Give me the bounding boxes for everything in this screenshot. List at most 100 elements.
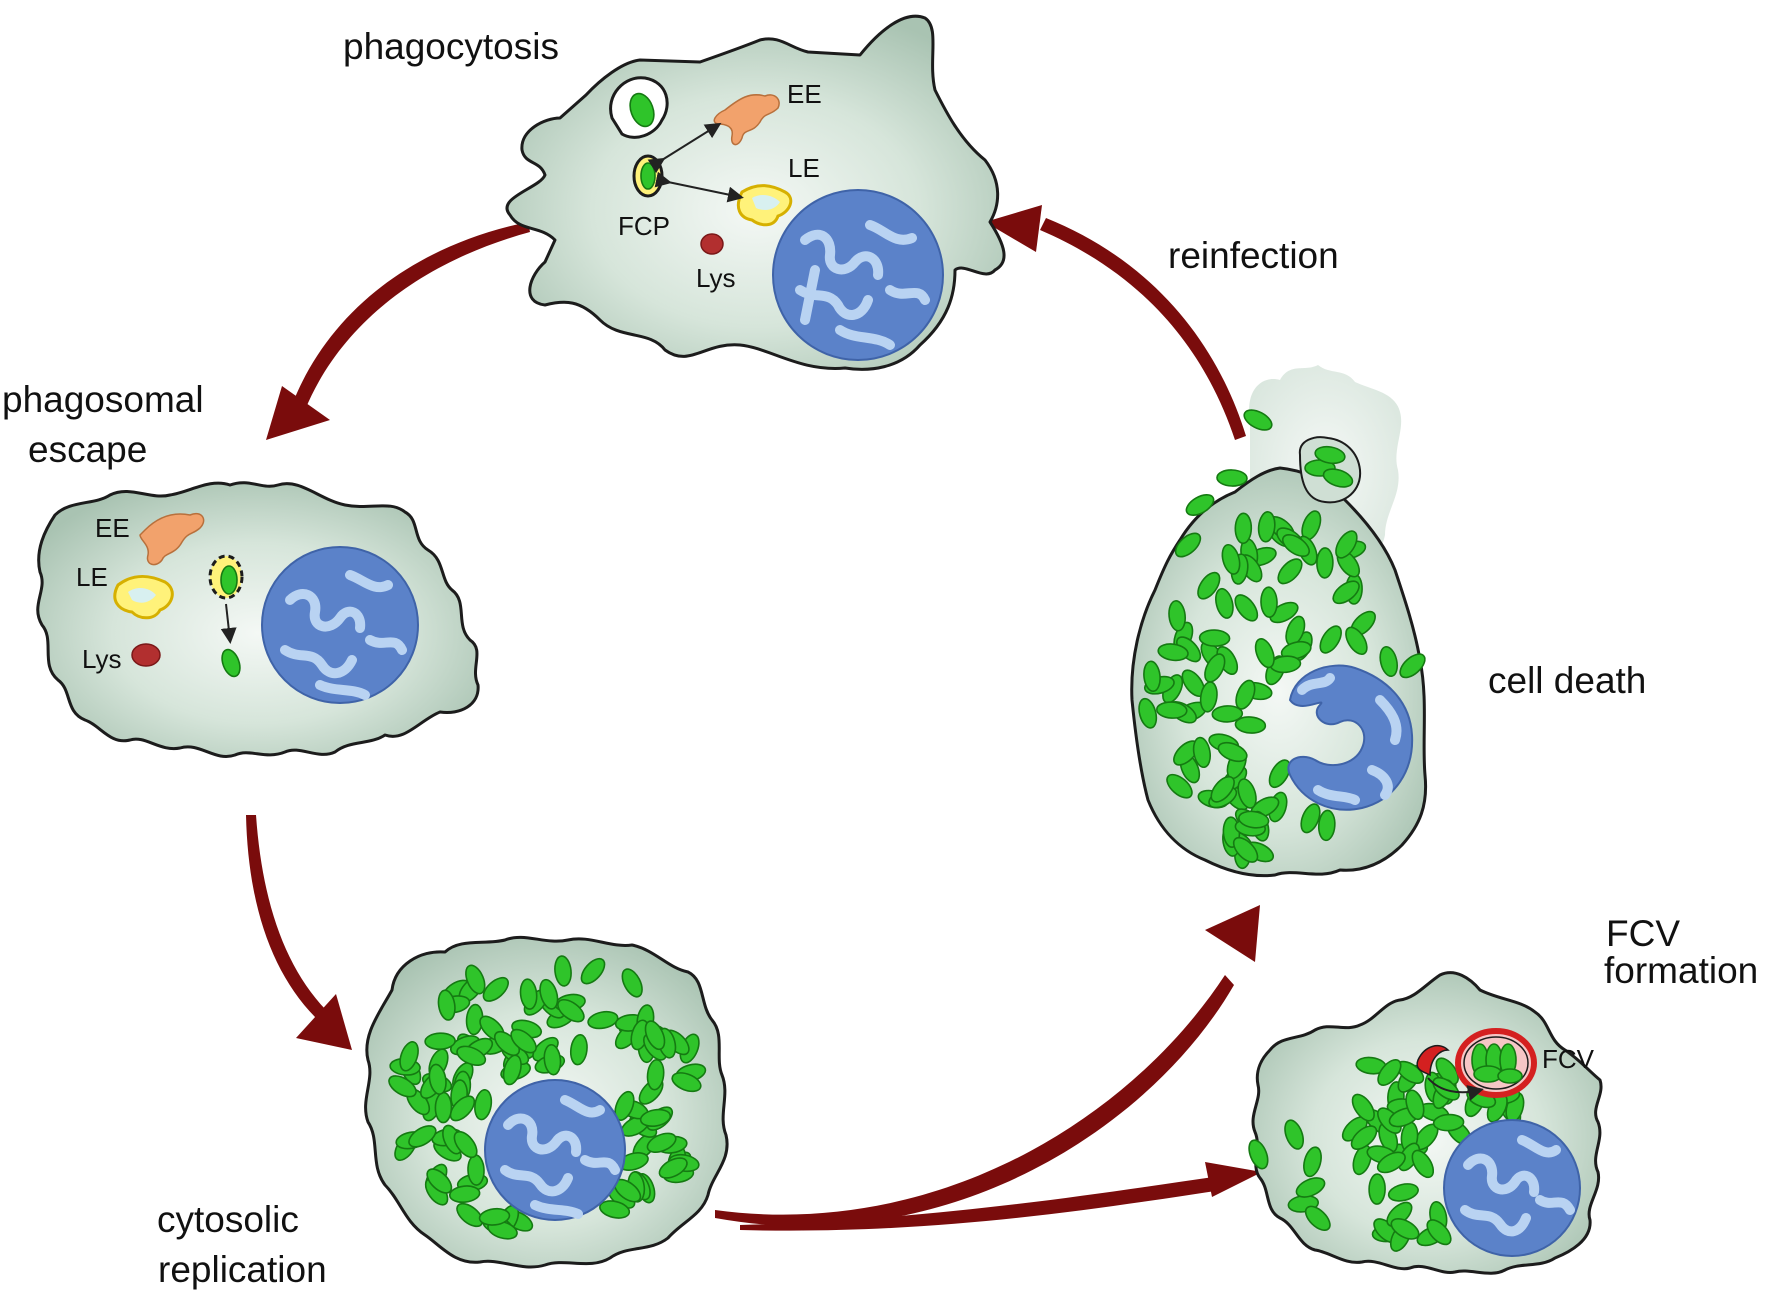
exchange-arrow-le xyxy=(654,171,744,203)
bacterium xyxy=(1435,1057,1459,1086)
bacterium xyxy=(1332,580,1360,605)
fcp-bacterium xyxy=(640,162,656,190)
bacterium xyxy=(510,1028,537,1054)
bacterium xyxy=(1390,1218,1420,1240)
bacterium xyxy=(1317,809,1336,842)
bacterium xyxy=(1295,1177,1326,1198)
bacterium xyxy=(1234,512,1253,545)
arrowhead-fcv xyxy=(1205,1162,1262,1197)
nucleus xyxy=(1287,664,1414,811)
cell-phagosomal-escape xyxy=(36,481,480,758)
label-cytosolic-line1: cytosolic xyxy=(157,1199,299,1240)
bacterium xyxy=(1210,775,1235,803)
bacterium xyxy=(434,1091,453,1124)
bacterium xyxy=(1257,511,1276,543)
bacterium xyxy=(1198,629,1231,647)
bacterium xyxy=(1322,468,1354,488)
arrow-replication-to-death xyxy=(715,975,1234,1227)
bacterium xyxy=(1280,640,1312,660)
label-cell-death: cell death xyxy=(1488,660,1646,701)
arrow-replication-to-fcv xyxy=(740,1176,1222,1231)
bacterium xyxy=(519,978,538,1010)
cytosolic-bacterium xyxy=(221,648,241,678)
label-escape-line2: escape xyxy=(28,429,147,470)
bacterium xyxy=(1268,759,1291,789)
bacterium xyxy=(1304,1205,1331,1232)
bacterium xyxy=(1248,1139,1269,1170)
arrowhead-escape xyxy=(266,386,330,440)
bacterium xyxy=(599,1200,631,1219)
bacterium xyxy=(569,1033,588,1066)
bacterium xyxy=(1197,571,1221,600)
bacterium xyxy=(1254,638,1275,669)
label-fcv: FCV xyxy=(1542,1044,1595,1074)
bacterium xyxy=(1234,716,1267,734)
bacterium xyxy=(1237,778,1257,809)
bacterium xyxy=(1411,1149,1435,1179)
nucleus xyxy=(1443,1119,1581,1257)
nucleus xyxy=(484,1079,626,1221)
label-ee-left: EE xyxy=(95,513,130,543)
bacterium xyxy=(580,957,606,985)
bacterium xyxy=(557,998,585,1023)
label-le-top: LE xyxy=(788,153,820,183)
bacterium xyxy=(658,1157,688,1179)
bacterium xyxy=(1215,587,1234,619)
label-ee-top: EE xyxy=(787,79,822,109)
label-replication-line2: replication xyxy=(158,1249,327,1290)
arrow-phagocytosis-to-escape xyxy=(294,222,530,410)
bacterium xyxy=(639,1108,672,1127)
bacterium xyxy=(1351,1093,1375,1122)
label-lys-top: Lys xyxy=(696,263,736,293)
nucleus xyxy=(772,189,944,361)
label-phagocytosis: phagocytosis xyxy=(343,26,559,67)
bacterium xyxy=(587,1010,619,1030)
bacterium xyxy=(388,1075,417,1098)
bacterium xyxy=(1216,469,1248,487)
bacterium xyxy=(1368,1173,1386,1205)
arrowhead-death xyxy=(1205,905,1260,962)
label-reinfection: reinfection xyxy=(1168,235,1339,276)
bacterium xyxy=(646,1132,677,1154)
bacterium xyxy=(543,1043,562,1076)
bacterium xyxy=(467,1154,485,1186)
bacteria-cluster xyxy=(388,955,707,1240)
bacterium xyxy=(1345,626,1368,656)
bacterium xyxy=(453,1130,478,1159)
bacterium xyxy=(437,989,456,1021)
nucleus xyxy=(261,546,419,704)
bacterium xyxy=(1319,625,1342,654)
bacterium xyxy=(644,1020,666,1051)
arrowhead-reinfection xyxy=(985,205,1042,252)
escaping-bacterium xyxy=(220,565,238,595)
cell-fcv-formation xyxy=(1248,971,1603,1275)
bacterium xyxy=(1221,543,1241,575)
bacterium xyxy=(1243,409,1273,431)
fcv-vesicle xyxy=(1455,1028,1537,1098)
bacterium xyxy=(1234,594,1259,622)
bacterium xyxy=(1300,803,1321,834)
label-lys-left: Lys xyxy=(82,644,122,674)
bacterium xyxy=(456,1045,487,1067)
bacterium xyxy=(1166,773,1193,799)
bacterium xyxy=(1399,653,1426,679)
bacterium xyxy=(1156,701,1188,719)
forming-membrane xyxy=(1416,1044,1450,1077)
label-fcp: FCP xyxy=(618,211,670,241)
bacterium xyxy=(1303,1146,1322,1178)
bacterium xyxy=(408,1125,437,1148)
bacterium xyxy=(1350,1125,1378,1150)
cell-death xyxy=(1130,365,1428,878)
bacterium xyxy=(399,1041,419,1072)
bacterium xyxy=(1405,1089,1425,1121)
arrow-escape-to-replication xyxy=(246,815,326,1020)
bacterium xyxy=(478,1207,511,1226)
bacterium xyxy=(474,1089,493,1121)
stage-labels: phagocytosis phagosomal escape cytosolic… xyxy=(2,26,1758,1290)
bacterium xyxy=(1238,810,1270,829)
bacterium xyxy=(1432,1113,1465,1132)
bacterium xyxy=(448,1185,481,1204)
bacterium xyxy=(1316,547,1334,579)
bacterium xyxy=(1260,586,1278,618)
bacterium xyxy=(1211,705,1244,723)
